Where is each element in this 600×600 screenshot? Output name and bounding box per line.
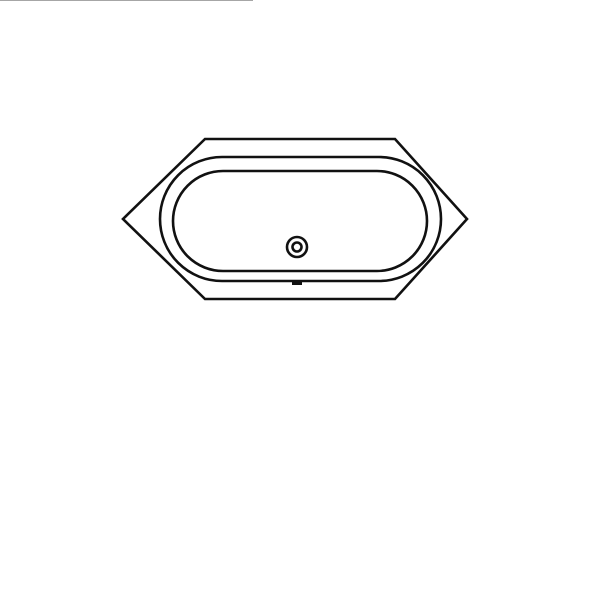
drain-icon — [285, 235, 309, 259]
tub-outline-hexagon — [121, 137, 469, 301]
tub-basin — [171, 169, 429, 273]
tub-rim — [158, 155, 443, 283]
plan-view — [0, 0, 469, 301]
overflow-mark — [292, 282, 302, 285]
drain-inner-icon — [291, 241, 303, 253]
